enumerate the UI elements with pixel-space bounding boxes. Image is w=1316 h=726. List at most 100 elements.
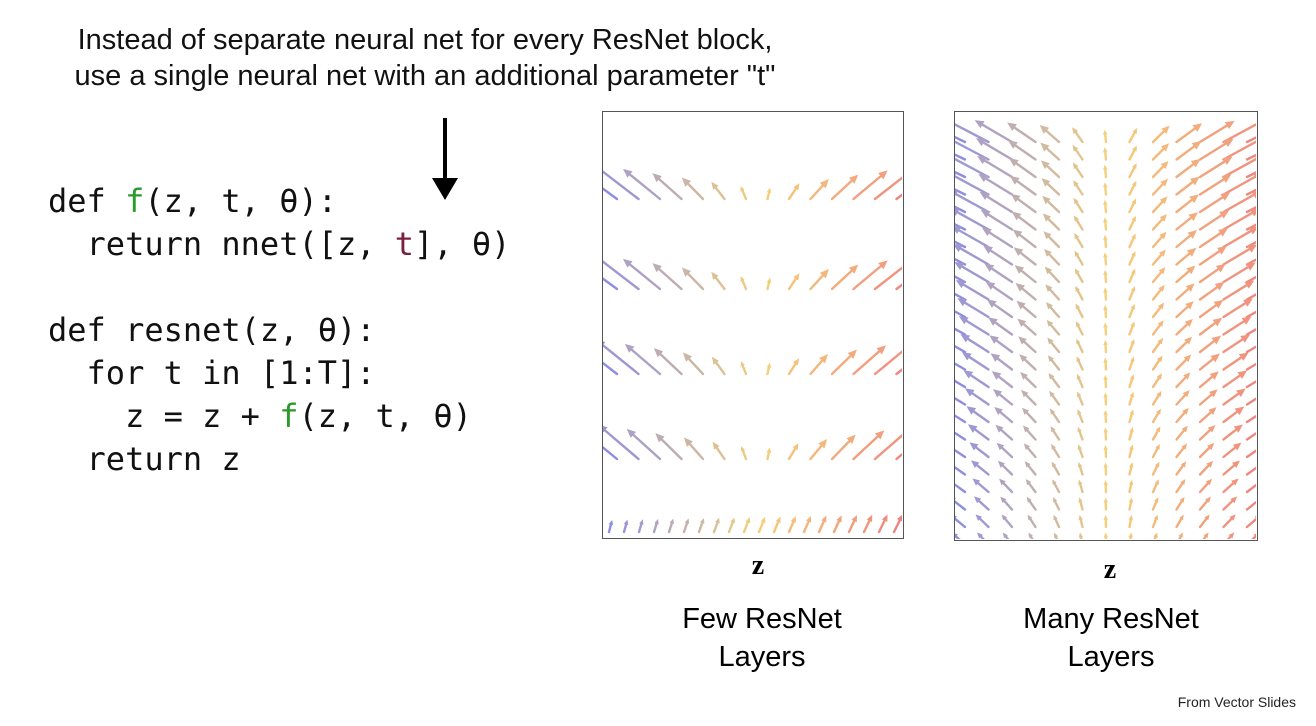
vector-arrow	[1017, 318, 1037, 336]
vector-arrow	[1025, 478, 1037, 494]
vector-arrow	[955, 154, 990, 179]
vector-arrow	[1010, 193, 1037, 214]
vector-arrow	[1222, 244, 1256, 266]
vector-arrow	[1175, 158, 1201, 179]
vector-arrow	[1151, 320, 1164, 336]
vector-arrow	[809, 268, 829, 291]
vector-arrow	[955, 515, 967, 529]
vector-arrow	[1044, 266, 1061, 284]
vector-arrow	[955, 240, 967, 249]
vector-arrow	[603, 187, 619, 201]
vector-arrow	[757, 516, 766, 534]
vector-arrow	[1042, 195, 1061, 214]
vector-arrow	[1222, 442, 1242, 459]
vector-arrow	[1128, 215, 1136, 231]
vector-arrow	[1175, 461, 1187, 476]
vector-arrow	[787, 443, 799, 461]
vector-arrow	[1151, 231, 1167, 249]
vector-arrow	[1022, 425, 1037, 441]
vector-arrow	[973, 496, 990, 511]
vector-arrow	[817, 515, 827, 534]
vector-arrow	[955, 275, 967, 284]
vector-arrow	[742, 517, 751, 534]
vector-arrow	[979, 191, 1014, 214]
vector-arrow	[1222, 460, 1241, 476]
vector-arrow	[809, 178, 829, 201]
vector-arrow	[1222, 478, 1239, 494]
vector-arrow	[603, 341, 640, 376]
vector-arrow	[1128, 233, 1136, 249]
vector-arrow	[1222, 173, 1256, 196]
vector-arrow	[1198, 335, 1222, 354]
vector-arrow	[766, 447, 772, 461]
vector-arrow	[1202, 532, 1209, 539]
vector-arrow	[1222, 226, 1256, 249]
vector-arrow	[1222, 370, 1248, 389]
vector-arrow	[1045, 302, 1061, 319]
vector-arrow	[1053, 514, 1061, 529]
vector-arrow	[1128, 198, 1137, 214]
vector-arrow	[1103, 199, 1108, 214]
vector-arrow	[1245, 432, 1256, 441]
vector-arrow	[1077, 444, 1084, 459]
vector-arrow	[1001, 514, 1014, 529]
vector-arrow	[1198, 317, 1223, 336]
vector-arrow	[1245, 516, 1256, 529]
vector-arrow	[830, 264, 859, 291]
vector-arrow	[766, 362, 772, 376]
vector-arrow	[711, 271, 726, 291]
vector-arrow	[809, 353, 828, 376]
vector-arrow	[1015, 282, 1037, 301]
vector-arrow	[1020, 372, 1037, 389]
vector-arrow	[1151, 337, 1164, 354]
vector-arrow	[955, 172, 990, 196]
vector-arrow	[1198, 174, 1232, 196]
vector-arrow	[1073, 197, 1084, 214]
vector-arrow	[862, 514, 873, 534]
vector-arrow	[740, 276, 748, 291]
vector-arrow	[1011, 211, 1037, 231]
vector-arrow	[1151, 143, 1170, 161]
vector-arrow	[1175, 443, 1188, 459]
vector-arrow	[975, 138, 1014, 161]
vector-arrow	[1151, 479, 1159, 494]
vector-arrow	[1198, 353, 1220, 371]
vector-arrow	[623, 168, 662, 201]
vector-arrow	[1151, 160, 1169, 179]
vector-arrow	[1041, 178, 1061, 196]
vector-arrow	[1222, 137, 1256, 161]
vector-arrow	[1245, 483, 1256, 494]
vector-arrow	[852, 170, 888, 201]
down-arrow-icon	[432, 118, 458, 200]
vector-arrow	[1175, 247, 1197, 266]
vector-arrow	[1222, 406, 1245, 424]
vector-arrow	[1175, 194, 1199, 214]
vector-arrow	[1198, 138, 1234, 161]
vector-arrow	[997, 460, 1014, 476]
vector-arrow	[955, 205, 967, 214]
vector-arrow	[1175, 514, 1184, 529]
vector-arrow	[1078, 532, 1084, 539]
vector-arrow	[955, 310, 967, 319]
vector-arrow	[1072, 162, 1084, 179]
vector-arrow	[969, 442, 990, 459]
vector-arrow	[1151, 514, 1158, 529]
vector-arrow	[1008, 140, 1037, 161]
vector-arrow	[1128, 532, 1133, 539]
vector-arrow	[712, 441, 726, 461]
vector-arrow	[603, 166, 640, 201]
vector-arrow	[1053, 532, 1059, 539]
vector-arrow	[1048, 372, 1061, 389]
vector-arrow	[1128, 409, 1134, 424]
vector-arrow	[955, 244, 990, 266]
vector-arrow	[1024, 461, 1037, 476]
vector-arrow	[977, 156, 1014, 179]
vector-arrow	[988, 317, 1014, 336]
vector-arrow	[1222, 262, 1256, 284]
vector-arrow	[1222, 280, 1255, 301]
vector-arrow	[711, 356, 726, 376]
vector-arrow	[1077, 426, 1084, 441]
vector-arrow	[1175, 301, 1194, 319]
vector-arrow	[955, 466, 967, 476]
vector-arrow	[1151, 426, 1161, 441]
